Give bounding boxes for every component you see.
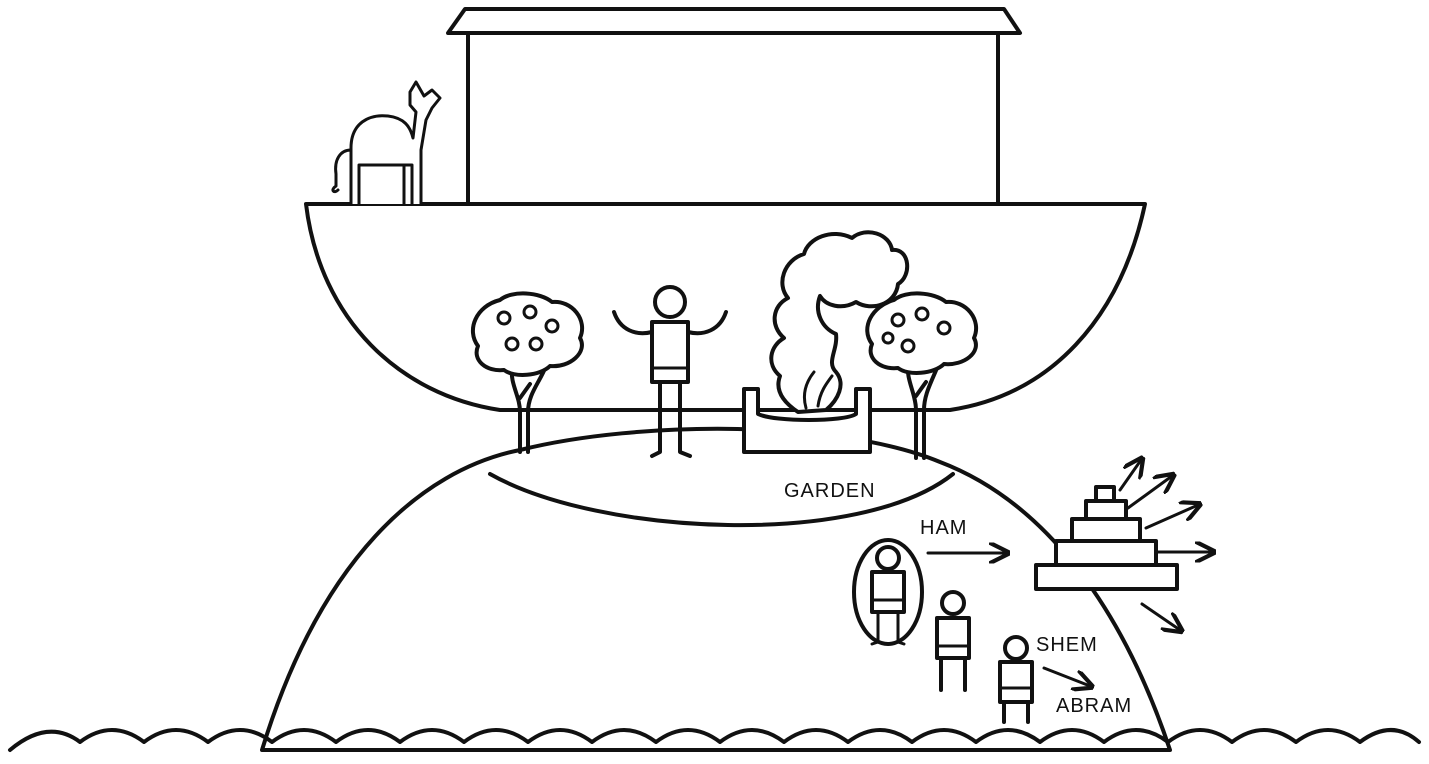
abram-label: ABRAM [1056, 695, 1132, 717]
ham-label: HAM [920, 517, 967, 539]
ark-cabin [466, 31, 1000, 206]
person-icon [612, 285, 728, 458]
halo-ellipse [852, 538, 924, 646]
altar-icon [742, 387, 872, 454]
garden-label: GARDEN [784, 480, 876, 502]
person-icon [935, 590, 971, 692]
garden-boundary [488, 472, 955, 528]
arrow-icon [1042, 666, 1090, 686]
ark-roof [446, 7, 1022, 35]
arrow-icon [1118, 460, 1141, 492]
arrow-icon [1126, 476, 1172, 510]
waves-icon [8, 728, 1421, 752]
arrow-icon [1144, 505, 1198, 530]
smoke-icon [769, 230, 909, 414]
donkey-icon [331, 80, 442, 206]
fruit-tree-icon [471, 291, 584, 454]
arrow-icon [1140, 602, 1180, 630]
ark [304, 7, 1147, 412]
ziggurat-icon [1034, 485, 1179, 591]
fruit [496, 310, 512, 326]
ham-figure [852, 538, 924, 646]
shem-label: SHEM [1036, 634, 1098, 656]
shem-figure [998, 635, 1034, 724]
dispersion-arrows [1118, 460, 1212, 630]
ark-hull [304, 202, 1147, 412]
fruit-tree-icon [865, 291, 978, 460]
